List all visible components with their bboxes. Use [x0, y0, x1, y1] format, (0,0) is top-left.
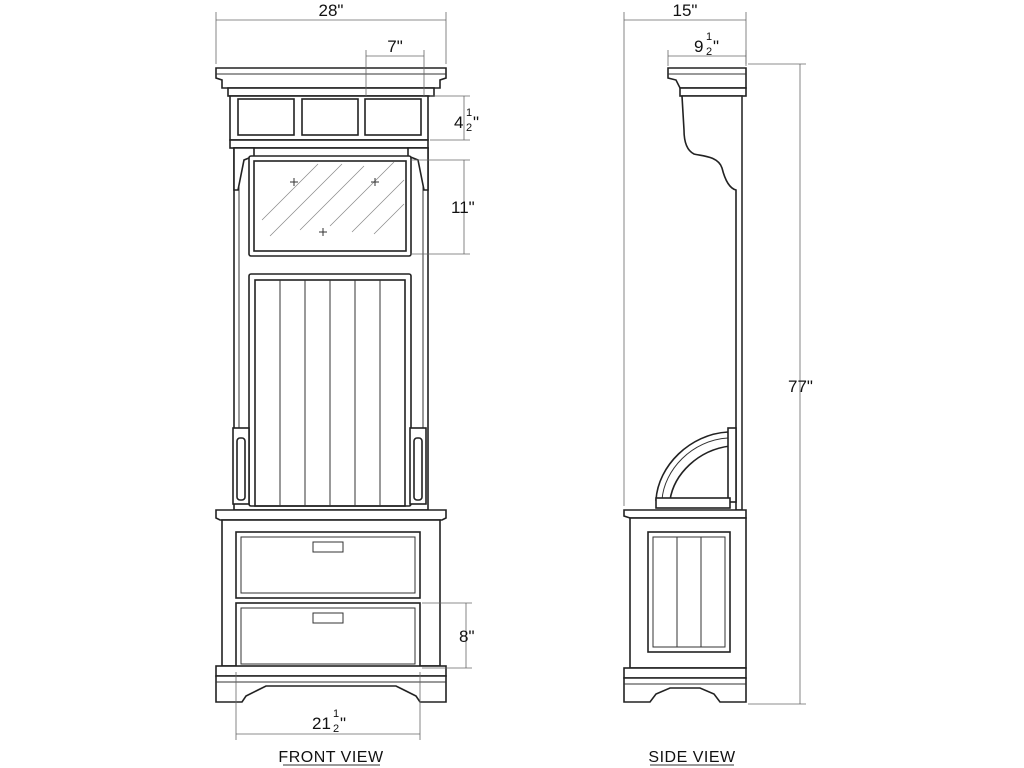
- dim-label-base-suffix: ": [340, 714, 346, 733]
- dim-mirror-height: 11": [410, 159, 475, 255]
- side-cabinet: [629, 517, 747, 669]
- dim-label-mirror-height: 11": [451, 198, 475, 217]
- dim-label-upper-whole: 9: [694, 37, 703, 56]
- mirror-fastener-marks: [290, 178, 379, 236]
- front-drawer-top: [235, 531, 421, 599]
- dim-overall-height: 77": [748, 63, 813, 705]
- front-drawer-bottom: [235, 602, 421, 670]
- side-plinth: [623, 667, 747, 703]
- dim-base-width: 21 1 2 ": [235, 672, 421, 740]
- dim-label-upper-suffix: ": [713, 37, 719, 56]
- dim-label-transom-whole: 4: [454, 113, 463, 132]
- dim-front-width: 28": [215, 1, 447, 64]
- side-view-title: SIDE VIEW: [648, 749, 736, 766]
- side-umbrella-holder: [655, 427, 737, 509]
- drawer-label-plate: [312, 612, 344, 624]
- front-umbrella-holder-right: [409, 427, 427, 505]
- side-view: 15" 9 1 2 " 77" SIDE VIEW: [623, 1, 813, 766]
- dim-label-base-den: 2: [333, 723, 339, 735]
- front-view-title: FRONT VIEW: [278, 749, 384, 766]
- dim-label-base-num: 1: [333, 708, 339, 720]
- dim-label-crown-inset: 7": [387, 37, 403, 56]
- front-crown-molding: [215, 67, 447, 97]
- dim-transom-height: 4 1 2 ": [430, 95, 479, 141]
- dim-label-side-depth: 15": [673, 1, 698, 20]
- dim-label-transom-den: 2: [466, 122, 472, 134]
- side-view-label: SIDE VIEW: [648, 749, 736, 766]
- dim-upper-depth: 9 1 2 ": [667, 31, 747, 66]
- dim-label-transom-num: 1: [466, 107, 472, 119]
- front-beadboard-panel: [248, 273, 412, 507]
- front-umbrella-holder-left: [232, 427, 250, 505]
- dim-label-upper-den: 2: [706, 46, 712, 58]
- front-view: 28" 7" 4 1 2 " 11" 8": [215, 1, 479, 766]
- dim-label-base-whole: 21: [312, 714, 331, 733]
- front-mirror: [248, 155, 412, 257]
- dim-label-transom-suffix: ": [473, 113, 479, 132]
- front-view-label: FRONT VIEW: [278, 749, 384, 766]
- dim-drawer-height: 8": [422, 602, 475, 669]
- dim-label-front-width: 28": [319, 1, 344, 20]
- dim-side-depth: 15": [623, 1, 747, 506]
- side-seat-top: [623, 509, 747, 519]
- side-crown-molding: [667, 67, 747, 97]
- dim-label-drawer-height: 8": [459, 627, 475, 646]
- front-plinth: [215, 665, 447, 703]
- drawer-label-plate: [312, 541, 344, 553]
- dim-label-overall-height: 77": [788, 377, 813, 396]
- dim-label-upper-num: 1: [706, 31, 712, 43]
- front-transom-panels: [229, 95, 429, 149]
- dim-crown-inset: 7": [365, 37, 425, 96]
- mirror-glass-hatch: [261, 161, 405, 237]
